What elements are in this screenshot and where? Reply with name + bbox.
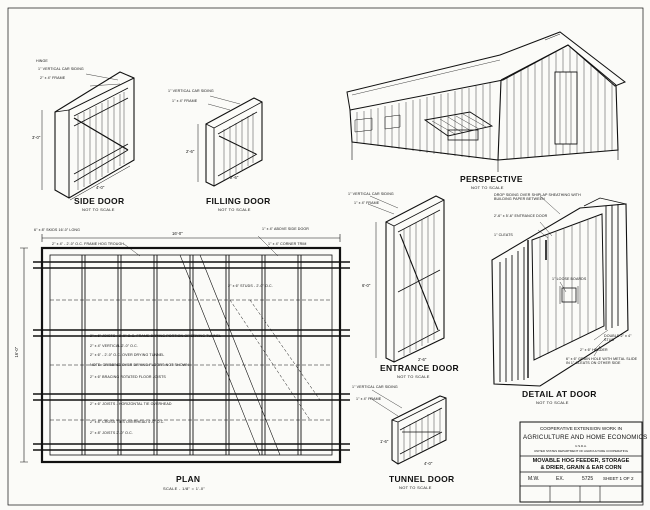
- side-door-drawing: [41, 71, 135, 201]
- tunnel-door-height: 1'-6": [380, 439, 389, 444]
- tunnel-door-frame-note: 1" x 4" FRAME: [356, 397, 382, 401]
- plan-note-6: 2" x 6" JOISTS - HORIZONTAL TIE OVERHEAD: [90, 402, 172, 406]
- plan-title: PLAN: [176, 474, 201, 484]
- ex-label: EX.: [556, 476, 565, 482]
- leader-lines: [85, 73, 609, 417]
- side-door-siding-note: 1" VERTICAL CAR SIDING: [38, 67, 84, 71]
- detail-note-2: 2'-6" x 5'-6" ENTRANCE DOOR: [494, 214, 548, 218]
- plan-note-1: 2" x 6" JOISTS - 2'-0" O.C. FRAME DRYING…: [90, 334, 222, 338]
- filling-door-title: FILLING DOOR: [206, 196, 271, 206]
- detail-door-title: DETAIL AT DOOR: [522, 389, 597, 399]
- side-door-frame-note: 2" x 4" FRAME: [40, 76, 66, 80]
- perspective-drawing: [346, 31, 627, 172]
- drawing-title-line-1: MOVABLE HOG FEEDER, STORAGE: [532, 458, 630, 464]
- sheet-number: SHEET 1 OF 2: [603, 476, 634, 481]
- tunnel-door-scale: NOT TO SCALE: [399, 485, 432, 490]
- drawn-by: M.W.: [528, 476, 540, 482]
- plan-skids-note: 6" x 8" SKIDS 16'-0" LONG: [34, 228, 80, 232]
- side-door-title: SIDE DOOR: [74, 196, 125, 206]
- plan-note-2: 2" x 4" VERTICAL 2'-0" O.C.: [90, 344, 138, 348]
- plan-number: 5725: [582, 476, 594, 482]
- entrance-door-width: 2'-6": [418, 357, 427, 362]
- filling-door-drawing: [197, 97, 263, 187]
- plan-note-8: 2" x 8" JOISTS 2'-0" O.C.: [90, 431, 133, 435]
- fine-print-1: U.S.D.A.: [575, 444, 587, 448]
- entrance-door-height: 6'-0": [362, 283, 371, 288]
- tunnel-door-drawing: [391, 395, 447, 465]
- drawing-title-line-2: & DRIER, GRAIN & EAR CORN: [540, 465, 622, 471]
- side-door-width: 4'-0": [96, 185, 105, 190]
- plan-note-4: NOTE: CRIBBING OVER DRYING FLOORS NOT SH…: [90, 363, 189, 367]
- filling-door-frame-note: 1" x 4" FRAME: [172, 99, 198, 103]
- sheet-border: [7, 7, 644, 506]
- tunnel-door-width: 4'-0": [424, 461, 433, 466]
- detail-door-drawing: [491, 197, 629, 387]
- plan-studs-note: 2" x 6" STUDS - 2'-0" O.C.: [228, 284, 273, 288]
- plan-corner-note: 1" x 4" ABOVE SIDE DOOR: [262, 227, 309, 231]
- filling-door-siding-note: 1" VERTICAL CAR SIDING: [168, 89, 214, 93]
- tunnel-door-title: TUNNEL DOOR: [389, 474, 455, 484]
- plan-corner-trim-note: 1" x 4" CORNER TRIM: [268, 242, 307, 246]
- filling-door-scale: NOT TO SCALE: [218, 207, 251, 212]
- detail-note-7: 6" x 6" GRAIN HOLE WITH METAL SLIDE IN 1…: [566, 357, 638, 366]
- detail-note-5: DOUBLE 2" x 4" STUD: [604, 334, 632, 343]
- plan-note-5: 2" x 6" BRACING ROTATED FLOOR JOISTS: [90, 375, 166, 379]
- entrance-door-drawing: [375, 195, 445, 363]
- detail-door-scale: NOT TO SCALE: [536, 400, 569, 405]
- perspective-scale: NOT TO SCALE: [471, 185, 504, 190]
- program-line: AGRICULTURE AND HOME ECONOMICS: [523, 434, 648, 441]
- plan-note-7: 2" x 8" CROSS TIES OVERHEAD 4'-0" O.C.: [90, 420, 165, 424]
- filling-door-width: 2'-6": [230, 175, 239, 180]
- entrance-door-scale: NOT TO SCALE: [397, 374, 430, 379]
- side-door-hinge-note: HINGE: [36, 59, 48, 63]
- perspective-title: PERSPECTIVE: [460, 174, 523, 184]
- plan-frame-note: 2" x 4" - 2'-0" O.C. FRAME HOG TROUGH: [52, 242, 125, 246]
- fine-print-2: UNITED STATES DEPARTMENT OF AGRICULTURE …: [533, 449, 629, 453]
- plan-scale: SCALE - 1/8" = 1'-0": [163, 486, 206, 491]
- entrance-door-siding-note: 1" VERTICAL CAR SIDING: [348, 192, 394, 196]
- detail-note-6: 2" x 6" HEADER: [580, 348, 608, 352]
- agency-line: COOPERATIVE EXTENSION WORK IN: [539, 426, 623, 431]
- side-door-height: 3'-0": [32, 135, 41, 140]
- title-block-frame: [519, 421, 643, 503]
- entrance-door-title: ENTRANCE DOOR: [380, 363, 459, 373]
- tunnel-door-siding-note: 1" VERTICAL CAR SIDING: [352, 385, 398, 389]
- plan-width-dimension: 16'-0": [172, 231, 183, 236]
- detail-note-3: 1" CLEATS: [494, 233, 513, 237]
- detail-note-1: DROP SIDING OVER SHIPLAP SHEATHING WITH …: [494, 193, 581, 202]
- entrance-door-frame-note: 1" x 4" FRAME: [354, 201, 380, 205]
- side-door-scale: NOT TO SCALE: [82, 207, 115, 212]
- plan-side-dimension: 16'-0": [14, 346, 20, 358]
- filling-door-height: 2'-6": [186, 149, 195, 154]
- plan-note-3: 2" x 6" - 2'-0" O.C. OVER DRYING TUNNEL: [90, 353, 165, 357]
- detail-note-4: 1" LOOSE BOARDS: [552, 277, 587, 281]
- plan-drawing: [20, 234, 350, 464]
